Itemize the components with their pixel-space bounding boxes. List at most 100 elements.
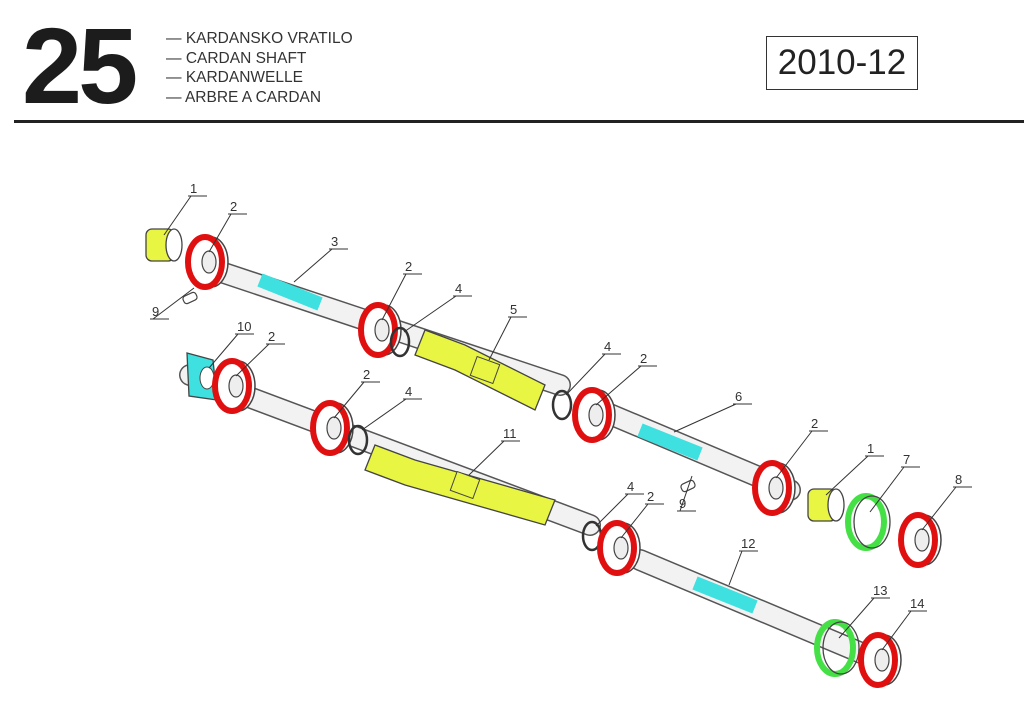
callout-11: 11 (468, 426, 520, 476)
shaft-part (637, 423, 703, 461)
ring-part (845, 493, 891, 551)
callout-label: 2 (811, 416, 818, 431)
pin-body (182, 291, 198, 305)
callout-9: 9 (150, 287, 195, 320)
callout-label: 10 (237, 319, 251, 334)
leader-line (728, 550, 743, 586)
callout-label: 1 (867, 441, 874, 456)
bushing-end (165, 228, 183, 262)
ring-part (814, 619, 860, 677)
callout-2: 2 (620, 489, 664, 539)
shaft-part (692, 576, 758, 614)
callout-label: 4 (455, 281, 462, 296)
leader-line (381, 273, 407, 321)
callout-label: 7 (903, 452, 910, 467)
callout-8: 8 (921, 472, 972, 531)
leader-line (673, 403, 737, 433)
leader-line (152, 287, 195, 320)
callout-label: 2 (230, 199, 237, 214)
universal-joint-part (414, 329, 546, 411)
callout-label: 2 (363, 367, 370, 382)
section-titles: KARDANSKO VRATILO CARDAN SHAFT KARDANWEL… (166, 29, 353, 107)
shaft-part (257, 273, 323, 311)
ring-edge (853, 495, 891, 549)
yoke-part (186, 352, 218, 401)
bearing-bore (613, 536, 629, 560)
callout-label: 3 (331, 234, 338, 249)
circlip-ring (347, 424, 369, 456)
callout-label: 12 (741, 536, 755, 551)
shaft-body-fill (630, 550, 900, 675)
circlip-ring (551, 389, 573, 421)
pin-part (680, 479, 696, 493)
callout-7: 7 (869, 452, 920, 513)
leader-line (775, 430, 813, 479)
leader-line (679, 475, 693, 512)
callout-label: 2 (640, 351, 647, 366)
leader-line (881, 610, 912, 651)
leader-line (921, 486, 957, 531)
leader-line (838, 597, 875, 639)
shaft-highlight (257, 273, 323, 311)
parts (145, 228, 942, 688)
ring-body (845, 493, 887, 551)
callout-label: 9 (152, 304, 159, 319)
bushing-end (827, 488, 845, 522)
title-french: ARBRE A CARDAN (166, 88, 353, 108)
callout-label: 9 (679, 496, 686, 511)
callout-4: 4 (565, 339, 621, 396)
leader-line (208, 333, 239, 369)
callout-2: 2 (333, 367, 380, 419)
header-divider (14, 120, 1024, 123)
callout-4: 4 (595, 479, 644, 527)
leader-line (825, 455, 869, 496)
shaft-highlight (692, 576, 758, 614)
joint-cross (449, 470, 481, 500)
circlip-part (347, 424, 369, 456)
callout-1: 1 (825, 441, 884, 496)
callout-label: 2 (405, 259, 412, 274)
bearing-part (752, 460, 796, 516)
callout-label: 1 (190, 181, 197, 196)
joint-cross (469, 355, 501, 385)
callout-13: 13 (838, 583, 890, 639)
bushing-part (145, 228, 183, 262)
leader-line (403, 295, 457, 333)
leader-line (468, 440, 505, 476)
callout-3: 3 (293, 234, 348, 283)
callout-5: 5 (488, 302, 527, 361)
circlip-part (389, 326, 411, 358)
leader-line (595, 365, 642, 406)
callout-label: 2 (268, 329, 275, 344)
leader-line (620, 503, 649, 539)
leader-line (333, 381, 365, 419)
bearing-part (597, 520, 641, 576)
callout-12: 12 (728, 536, 758, 586)
callout-10: 10 (208, 319, 254, 369)
title-croatian: KARDANSKO VRATILO (166, 29, 353, 49)
callout-2: 2 (235, 329, 285, 377)
circlip-part (551, 389, 573, 421)
callout-label: 4 (627, 479, 634, 494)
leader-line (595, 493, 629, 527)
callout-label: 11 (503, 426, 517, 441)
callout-4: 4 (361, 384, 422, 431)
bearing-part (212, 358, 256, 414)
bearing-bore (374, 318, 390, 342)
bearing-bore (228, 374, 244, 398)
bearing-part (858, 632, 902, 688)
callout-9: 9 (677, 475, 696, 512)
bearing-bore (914, 528, 930, 552)
bearing-part (185, 234, 229, 290)
callout-2: 2 (775, 416, 828, 479)
bushing-part (807, 488, 845, 522)
leader-line (235, 343, 270, 377)
title-german: KARDANWELLE (166, 68, 353, 88)
bearing-bore (768, 476, 784, 500)
leader-line (869, 466, 905, 513)
title-english: CARDAN SHAFT (166, 49, 353, 69)
leader-line (163, 195, 192, 236)
callout-2: 2 (595, 351, 657, 406)
